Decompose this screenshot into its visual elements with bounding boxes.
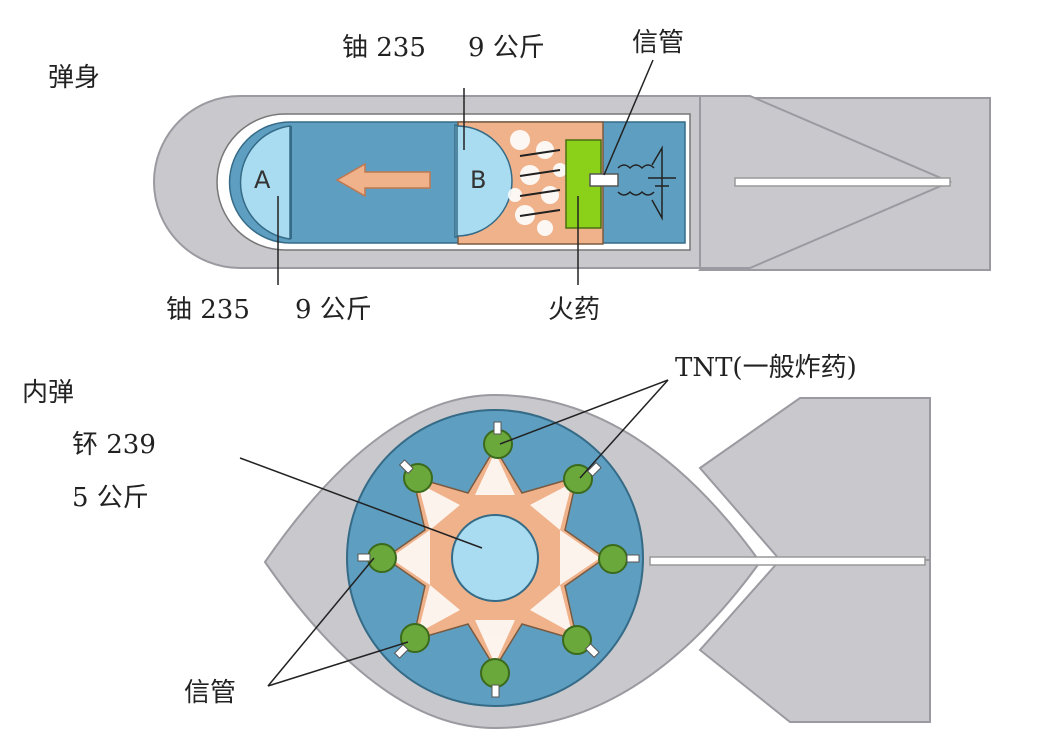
implosion-tail-rod: [649, 556, 926, 566]
tnt-label: TNT(一般炸药): [675, 353, 857, 383]
ignition-circuit: [617, 145, 676, 221]
implosion-tail-fin-bottom: [698, 559, 931, 723]
gun-bomb-tail-rod: [734, 177, 951, 187]
implosion-bomb: [239, 379, 931, 730]
detonator-label: 信管: [184, 678, 237, 708]
top-uranium-label: 铀 235: [342, 33, 426, 63]
piece-b-label: B: [470, 166, 487, 194]
detonator-charges: [367, 429, 628, 688]
section-label-body: 弹身: [48, 63, 101, 93]
bottom-uranium-label: 铀 235: [166, 295, 250, 325]
propellant-label: 火药: [548, 295, 601, 325]
gun-bomb-leader-lines: [277, 59, 654, 285]
detonator-pins: [357, 421, 640, 698]
plutonium-label: 钚 239: [72, 430, 156, 460]
plutonium-mass: 5 公斤: [72, 483, 149, 513]
bottom-uranium-mass: 9 公斤: [295, 295, 372, 325]
top-uranium-mass: 9 公斤: [468, 33, 545, 63]
propellant-gas-puffs: [508, 130, 567, 236]
implosion-leader-lines: [239, 379, 669, 687]
implosion-tail-fin-top: [698, 397, 931, 561]
explosive-lens-wedges: [390, 452, 600, 664]
propellant-force-arrows: [519, 149, 561, 217]
plutonium-core: [451, 514, 539, 602]
projectile-direction-arrow: [335, 162, 431, 198]
fuse-label-top: 信管: [632, 28, 685, 58]
section-label-inner: 内弹: [22, 378, 75, 408]
piece-a-label: A: [254, 166, 271, 194]
gun-type-bomb: [153, 59, 991, 285]
fuse-plug: [589, 173, 619, 187]
